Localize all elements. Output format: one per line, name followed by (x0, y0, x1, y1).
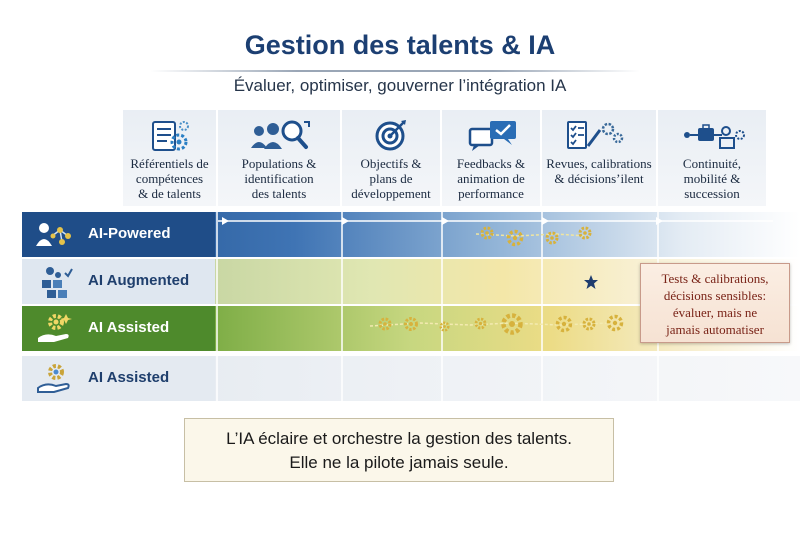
grid-divider (441, 212, 443, 402)
hand-gear-icon (32, 360, 78, 398)
column-label-line: animation de (457, 171, 525, 186)
column-label-line: mobilité & (683, 171, 741, 186)
column-label-line: identification (244, 171, 314, 186)
ai-network-person-icon (32, 216, 78, 254)
hand-gear-icon (32, 310, 78, 348)
sensitive-decisions-callout: Tests & calibrations, décisions sensible… (640, 263, 790, 343)
row-label-ai-powered: AI-Powered (22, 212, 215, 257)
conclusion-line: Elle ne la pilote jamais seule. (289, 453, 509, 472)
powered-flow-arrow (218, 217, 773, 237)
gear-icon (545, 231, 559, 250)
conclusion-line: L’IA éclaire et orchestre la gestion des… (226, 429, 572, 448)
column-label-line: Objectifs & (360, 156, 422, 171)
succession-icon (658, 116, 766, 156)
gear-icon (480, 226, 494, 245)
gear-icon (578, 226, 592, 245)
column-label-line: compétences (135, 171, 204, 186)
gear-icon (474, 317, 487, 335)
grid-divider (541, 212, 543, 402)
gear-icon (606, 314, 624, 337)
column-label-line: & de talents (138, 186, 201, 201)
grid-divider (216, 212, 218, 402)
row-label-text: AI Assisted (88, 369, 170, 386)
gear-icon (378, 317, 392, 336)
row-label-ai-assisted-1: AI Assisted (22, 306, 215, 351)
column-label-line: Revues, calibrations (546, 156, 652, 171)
augmented-blocks-icon (32, 263, 78, 301)
column-label-line: & décisions’ilent (554, 171, 644, 186)
conclusion-box: L’IA éclaire et orchestre la gestion des… (184, 418, 614, 482)
people-search-icon (218, 116, 340, 156)
gear-icon (500, 312, 524, 341)
column-header-referentiels: Référentiels de compétences & de talents (123, 110, 218, 206)
page-title: Gestion des talents & IA (244, 30, 556, 60)
title-divider (150, 70, 640, 72)
star-icon (583, 274, 599, 290)
column-label-line: développement (351, 186, 431, 201)
column-label-line: succession (684, 186, 740, 201)
column-header-revues: Revues, calibrations & décisions’ilent (542, 110, 658, 206)
gear-icon (506, 229, 524, 252)
chat-bubbles-icon (442, 116, 540, 156)
callout-line: jamais automatiser (666, 322, 764, 337)
column-label-line: performance (458, 186, 524, 201)
column-label-line: des talents (251, 186, 307, 201)
callout-line: Tests & calibrations, (661, 271, 769, 286)
column-label-line: Continuité, (682, 156, 742, 171)
gear-icon (555, 315, 573, 338)
column-header-continuite: Continuité, mobilité & succession (658, 110, 768, 206)
column-label-line: Feedbacks & (456, 156, 526, 171)
row-label-text: AI Assisted (88, 319, 170, 336)
row-label-text: AI-Powered (88, 225, 171, 242)
callout-line: décisions sensibles: (663, 288, 767, 303)
callout-line: évaluer, mais ne (672, 305, 758, 320)
gear-icon (403, 316, 419, 337)
column-header-populations: Populations & identification des talents (218, 110, 342, 206)
column-header-feedbacks: Feedbacks & animation de performance (442, 110, 542, 206)
gear-icon (439, 319, 450, 337)
checklist-icon (542, 116, 656, 156)
gear-icon (582, 317, 596, 336)
column-label-line: plans de (369, 171, 413, 186)
target-icon (342, 116, 440, 156)
column-header-objectifs: Objectifs & plans de développement (342, 110, 442, 206)
column-label-line: Populations & (241, 156, 317, 171)
row-label-text: AI Augmented (88, 272, 190, 289)
row-label-ai-assisted-2: AI Assisted (22, 356, 215, 401)
page-subtitle: Évaluer, optimiser, gouverner l’intégrat… (233, 76, 567, 95)
grid-divider (341, 212, 343, 402)
row-label-ai-augmented: AI Augmented (22, 259, 215, 304)
column-label-line: Référentiels de (130, 156, 209, 171)
skills-framework-icon (123, 116, 216, 156)
